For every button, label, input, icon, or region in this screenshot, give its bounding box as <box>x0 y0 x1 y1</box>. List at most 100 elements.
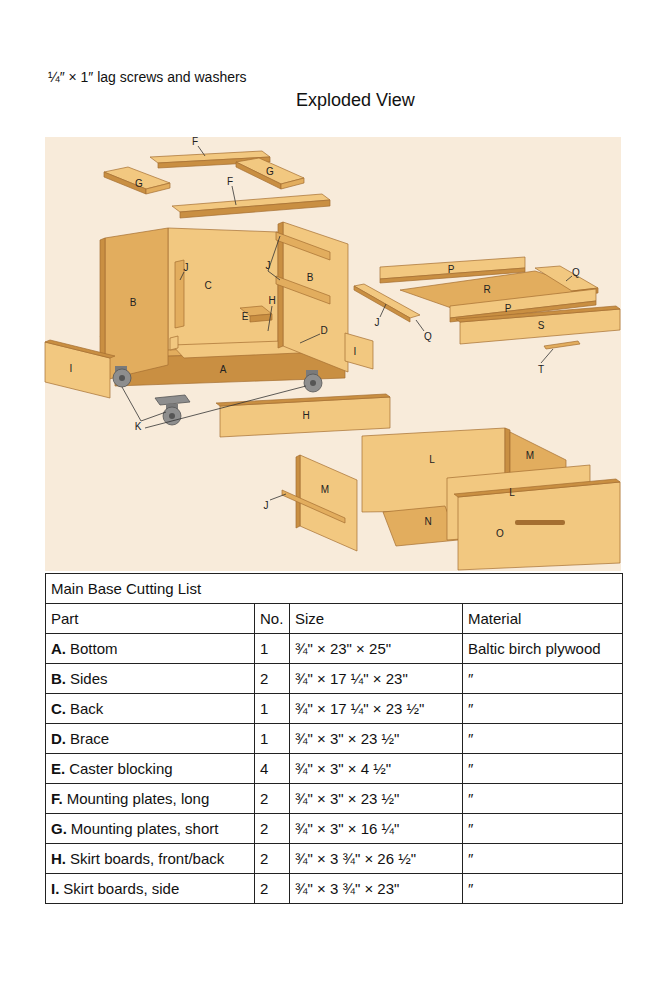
part-name: Caster blocking <box>69 760 172 777</box>
callout-letter: T <box>538 364 544 375</box>
diagram-title: Exploded View <box>296 90 415 111</box>
leader-lines-shape <box>268 306 272 331</box>
material-cell: ″ <box>463 784 623 814</box>
skirt-boards <box>45 333 390 437</box>
part-cell: B.Sides <box>46 664 255 694</box>
size-cell: ¾" × 23" × 25" <box>290 634 463 664</box>
material-text: ″ <box>468 760 473 777</box>
part-letter: G. <box>51 820 67 837</box>
part-cell: C.Back <box>46 694 255 724</box>
callout-letter: F <box>192 136 198 147</box>
leader-lines-shape <box>141 412 166 421</box>
part-name: Back <box>70 700 103 717</box>
material-text: ″ <box>468 850 473 867</box>
mounting-frame-shape <box>281 178 304 189</box>
drawer-parts-shape <box>454 479 620 497</box>
table-caption-cell: Main Base Cutting List <box>46 574 623 604</box>
quantity-cell: 2 <box>255 814 290 844</box>
part-cell: G.Mounting plates, short <box>46 814 255 844</box>
callout-letter: I <box>70 363 73 374</box>
part-name: Skirt boards, front/back <box>70 850 224 867</box>
callout-letter: E <box>242 311 249 322</box>
size-text: ¾" × 3" × 4 ½" <box>295 760 391 777</box>
part-name: Bottom <box>70 640 118 657</box>
callout-letter: Q <box>424 331 432 342</box>
callout-letter: B <box>130 297 137 308</box>
tray-parts-shape <box>535 266 598 291</box>
table-row: H.Skirt boards, front/back2¾" × 3 ¾" × 2… <box>46 844 623 874</box>
mounting-frame-shape <box>180 200 330 218</box>
leader-lines-shape <box>380 304 386 317</box>
size-text: ¾" × 3" × 23 ½" <box>295 730 399 747</box>
table-row: D.Brace1¾" × 3" × 23 ½"″ <box>46 724 623 754</box>
drawer-parts-shape <box>296 455 300 528</box>
drawer-parts-shape <box>282 490 345 523</box>
table-body: Main Base Cutting ListPartNo.SizeMateria… <box>46 574 623 904</box>
quantity-cell: 1 <box>255 694 290 724</box>
size-text: ¾" × 3 ¾" × 23" <box>295 880 399 897</box>
material-text: ″ <box>468 880 473 897</box>
size-text: ¾" × 23" × 25" <box>295 640 391 657</box>
casters-shape <box>169 413 175 419</box>
quantity-cell: 4 <box>255 754 290 784</box>
material-cell: ″ <box>463 664 623 694</box>
cabinet-carcass-shape <box>276 232 330 260</box>
quantity-text: 1 <box>260 730 268 747</box>
table-header-cell: Material <box>463 604 623 634</box>
callout-letter: P <box>505 303 512 314</box>
callout-letter: O <box>496 528 504 539</box>
callout-letter: H <box>302 410 309 421</box>
cabinet-carcass-shape <box>168 228 278 350</box>
leader-lines-shape <box>180 272 184 280</box>
part-letter: A. <box>51 640 66 657</box>
size-cell: ¾" × 3" × 16 ¼" <box>290 814 463 844</box>
callout-letter: F <box>227 176 233 187</box>
part-cell: F.Mounting plates, long <box>46 784 255 814</box>
part-name: Skirt boards, side <box>63 880 179 897</box>
tray-parts-shape <box>354 286 410 322</box>
cabinet-carcass-shape <box>105 228 168 380</box>
part-cell: H.Skirt boards, front/back <box>46 844 255 874</box>
table-row: C.Back1 ¾" × 17 ¼" × 23 ½" ″ <box>46 694 623 724</box>
callout-letter: L <box>509 487 515 498</box>
callout-letter: M <box>321 484 329 495</box>
leader-lines-shape <box>232 186 236 205</box>
casters-shape <box>310 380 316 386</box>
cabinet-carcass-shape <box>175 260 184 328</box>
casters-shape <box>304 374 322 392</box>
casters <box>113 366 322 425</box>
size-cell: ¾" × 17 ¼" × 23 ½" <box>290 694 463 724</box>
table-header-row: PartNo.SizeMaterial <box>46 604 623 634</box>
callout-letter: J <box>266 260 271 271</box>
size-text: ¾" × 17 ¼" × 23 ½" <box>295 700 424 717</box>
part-letter: H. <box>51 850 66 867</box>
cabinet-carcass-shape <box>276 276 330 304</box>
callout-letter: C <box>204 280 211 291</box>
leader-lines-shape <box>270 494 286 500</box>
size-cell: ¾" × 3 ¾" × 23" <box>290 874 463 904</box>
quantity-cell: 1 <box>255 724 290 754</box>
quantity-text: 2 <box>260 670 268 687</box>
mounting-frame-shape <box>146 183 170 194</box>
column-header: No. <box>260 610 283 627</box>
size-text: ¾" × 3" × 23 ½" <box>295 790 399 807</box>
leader-lines-shape <box>145 386 306 428</box>
table-header-cell: Size <box>290 604 463 634</box>
material-cell: ″ <box>463 724 623 754</box>
material-cell: ″ <box>463 844 623 874</box>
tray-parts-shape <box>354 284 420 318</box>
material-text: ″ <box>468 820 473 837</box>
part-name: Mounting plates, long <box>67 790 210 807</box>
part-letter: E. <box>51 760 65 777</box>
callout-letter: G <box>266 166 274 177</box>
quantity-cell: 2 <box>255 844 290 874</box>
size-cell: ¾" × 3" × 4 ½" <box>290 754 463 784</box>
material-cell: ″ <box>463 694 623 724</box>
leader-lines-shape <box>541 349 553 363</box>
material-text: ″ <box>468 670 473 687</box>
casters-shape <box>113 369 131 387</box>
callout-letter: H <box>268 295 275 306</box>
size-text: ¾" × 3" × 16 ¼" <box>295 820 399 837</box>
quantity-cell: 2 <box>255 874 290 904</box>
skirt-boards-shape <box>45 342 110 398</box>
